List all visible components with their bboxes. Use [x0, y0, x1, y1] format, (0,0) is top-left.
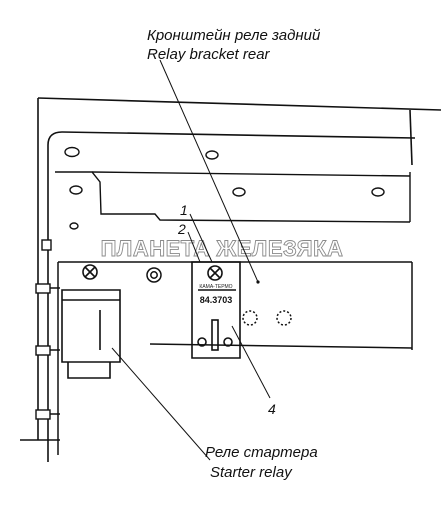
label-bracket-ru: Кронштейн реле задний: [147, 27, 321, 44]
mounting-holes: [64, 146, 385, 230]
plate-part-number: 84.3703: [200, 295, 233, 305]
leader-1: [189, 213, 213, 263]
callout-4: 4: [268, 401, 276, 417]
leader-2: [187, 231, 201, 263]
watermark: ПЛАНЕТА ЖЕЛЕЗЯКА: [101, 236, 344, 261]
bolt-head: [276, 310, 292, 326]
label-starter-ru: Реле стартера: [205, 444, 318, 461]
starter-relay: [61, 264, 121, 379]
leader-4: [231, 325, 271, 399]
callout-2: 2: [177, 221, 186, 237]
slot-hole: [69, 185, 83, 195]
slot-hole: [232, 187, 246, 197]
callout-1: 1: [180, 202, 188, 218]
slot-hole: [69, 222, 79, 230]
upper-bracket-strip: [55, 171, 411, 223]
relay-screw: [197, 337, 207, 347]
leader-lines: [111, 59, 271, 461]
plate-small-text: КАМА-ТЕРМО: [199, 284, 232, 290]
leader-dot: [256, 280, 260, 284]
leader-starter: [111, 347, 211, 461]
slot-hole: [205, 150, 219, 160]
label-bracket-en: Relay bracket rear: [147, 46, 271, 63]
label-starter-en: Starter relay: [210, 464, 293, 481]
slot-hole: [371, 187, 385, 197]
relay-screw: [223, 337, 233, 347]
leader-bracket: [159, 59, 259, 283]
slot-hole: [64, 146, 80, 158]
relay-screw: [207, 265, 223, 281]
bolt-head: [146, 267, 162, 283]
relay-screw: [82, 264, 98, 280]
bolt-head: [242, 310, 258, 326]
left-edge-bolts: [35, 239, 60, 420]
panel-outline: [20, 97, 441, 462]
relay-nameplate: [191, 261, 241, 359]
